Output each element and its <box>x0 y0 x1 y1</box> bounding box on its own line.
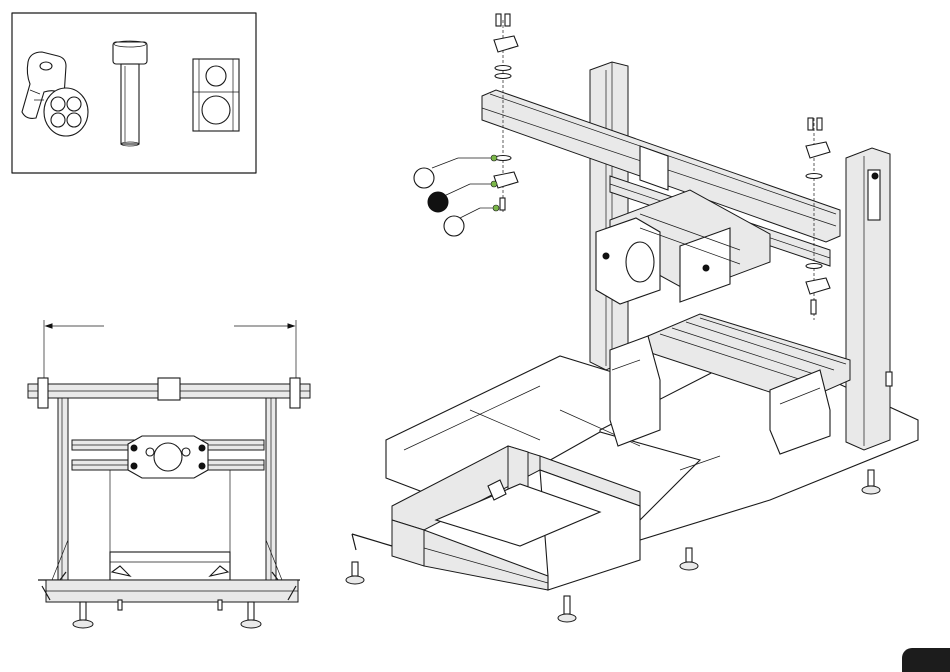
callout-3 <box>444 216 464 236</box>
callout-dot-2 <box>491 181 497 187</box>
callout-2 <box>428 192 448 212</box>
callout-dot-1 <box>491 155 497 161</box>
t-nut-icon <box>193 59 239 131</box>
callouts <box>414 155 499 236</box>
isometric-view <box>346 14 918 622</box>
pivot-bracket-icon <box>22 52 88 136</box>
callout-1 <box>414 168 434 188</box>
page-tab <box>902 648 950 672</box>
front-view <box>28 320 310 628</box>
parts-box <box>12 13 256 173</box>
leveling-feet <box>73 600 261 628</box>
callout-dot-3 <box>493 205 499 211</box>
bolt-icon <box>113 41 147 146</box>
width-dimension <box>44 320 296 378</box>
